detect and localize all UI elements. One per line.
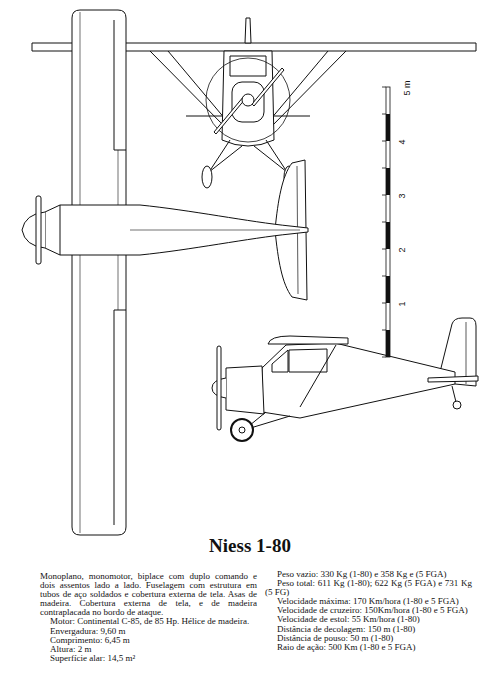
wheel-hub: [239, 427, 245, 433]
gear-leg: [209, 140, 230, 172]
front-fuselage: [222, 51, 274, 146]
propeller-blade: [214, 68, 284, 134]
windshield: [272, 350, 288, 372]
side-cowling: [226, 366, 264, 414]
spec-text: Distância de pouso: 50 m (1-80): [265, 634, 472, 643]
spec-text: Distância de decolagem: 150 m (1-80): [265, 625, 472, 634]
spec-text: Peso total: 611 Kg (1-80); 622 Kg (5 FGA…: [265, 579, 472, 597]
scale-tick: [382, 222, 386, 223]
spec-text: Velocidade de cruzeiro: 150Km/hora (1-80…: [265, 606, 472, 615]
leading-edge-line: [80, 12, 81, 533]
scale-tick: [382, 114, 386, 115]
spec-text: Superfície alar: 14,5 m²: [40, 654, 257, 663]
spec-text: Peso vazio: 330 Kg (1-80) e 358 Kg e (5 …: [265, 570, 472, 579]
side-propeller: [217, 346, 221, 430]
scale-tick: [382, 303, 386, 304]
main-wheel: [231, 419, 253, 441]
top-view: [22, 10, 308, 535]
scale-segment: [386, 330, 390, 357]
side-fuselage: [262, 343, 455, 418]
centre-line: [130, 230, 300, 231]
front-strut: [168, 51, 226, 120]
scale-label: 1: [397, 301, 407, 308]
spec-text: Altura: 2 m: [40, 645, 257, 654]
spec-text: Raio de ação: 500 Km (1-80 e 5 FGA): [265, 643, 472, 652]
spec-text: Monoplano, monomotor, biplace com duplo …: [40, 572, 257, 617]
diagram-title: Niess 1-80: [209, 535, 291, 557]
scale-tick: [382, 276, 386, 277]
aileron: [114, 310, 126, 525]
scale-segment: [386, 114, 390, 141]
scale-label: 2: [397, 247, 407, 254]
plan-spinner: [22, 212, 45, 248]
firewall-line: [60, 205, 61, 255]
scale-label: 5 m: [402, 80, 412, 97]
gear-leg: [266, 140, 287, 172]
scale-tick: [382, 195, 386, 196]
front-windshield: [230, 56, 266, 76]
scale-label: 4: [397, 139, 407, 146]
side-view: [212, 318, 478, 441]
scale-tick: [382, 141, 386, 142]
side-wing: [268, 336, 348, 344]
gear-leg: [254, 146, 287, 172]
wheel: [202, 166, 212, 188]
scale-tick: [382, 357, 386, 358]
spec-column: Peso vazio: 330 Kg (1-80) e 358 Kg e (5 …: [265, 570, 472, 652]
wing-strut: [300, 345, 336, 407]
spec-text: Comprimento: 6,45 m: [40, 636, 257, 645]
scale-tick: [382, 330, 386, 331]
front-fin: [245, 18, 251, 43]
side-stabilizer: [428, 376, 478, 382]
scale-label: 3: [397, 193, 407, 200]
spec-column: Monoplano, monomotor, biplace com duplo …: [40, 572, 257, 663]
gear-leg: [209, 146, 242, 172]
spinner: [242, 94, 254, 106]
cabin-window: [289, 349, 327, 372]
rudder-line: [466, 322, 467, 384]
aileron: [114, 20, 126, 150]
plan-wing: [72, 10, 126, 535]
front-strut: [150, 51, 226, 128]
tail-wheel-leg: [452, 386, 456, 402]
scale-segment: [386, 168, 390, 195]
spec-text: Velocidade máxima: 170 Km/hora (1-80 e 5…: [265, 597, 472, 606]
scale-segment: [386, 222, 390, 249]
scale-tick: [382, 87, 386, 88]
scale-segment: [386, 276, 390, 303]
scale-tick: [382, 249, 386, 250]
front-cowling: [232, 82, 264, 122]
front-strut: [270, 51, 346, 128]
spec-text: Envergadura: 9,60 m: [40, 627, 257, 636]
plan-propeller: [36, 196, 41, 264]
propeller-disc: [206, 58, 290, 142]
scale-tick: [382, 168, 386, 169]
tail-wheel: [453, 401, 461, 409]
spec-text: Velocidade de estol: 55 Km/hora (1-80): [265, 615, 472, 624]
front-strut: [270, 51, 328, 120]
spec-text: Motor: Continental C-85, de 85 Hp. Hélic…: [40, 617, 257, 626]
scale-bar-frame: [386, 87, 390, 357]
plan-fuselage: [45, 205, 308, 255]
scale-bar: [382, 87, 390, 357]
